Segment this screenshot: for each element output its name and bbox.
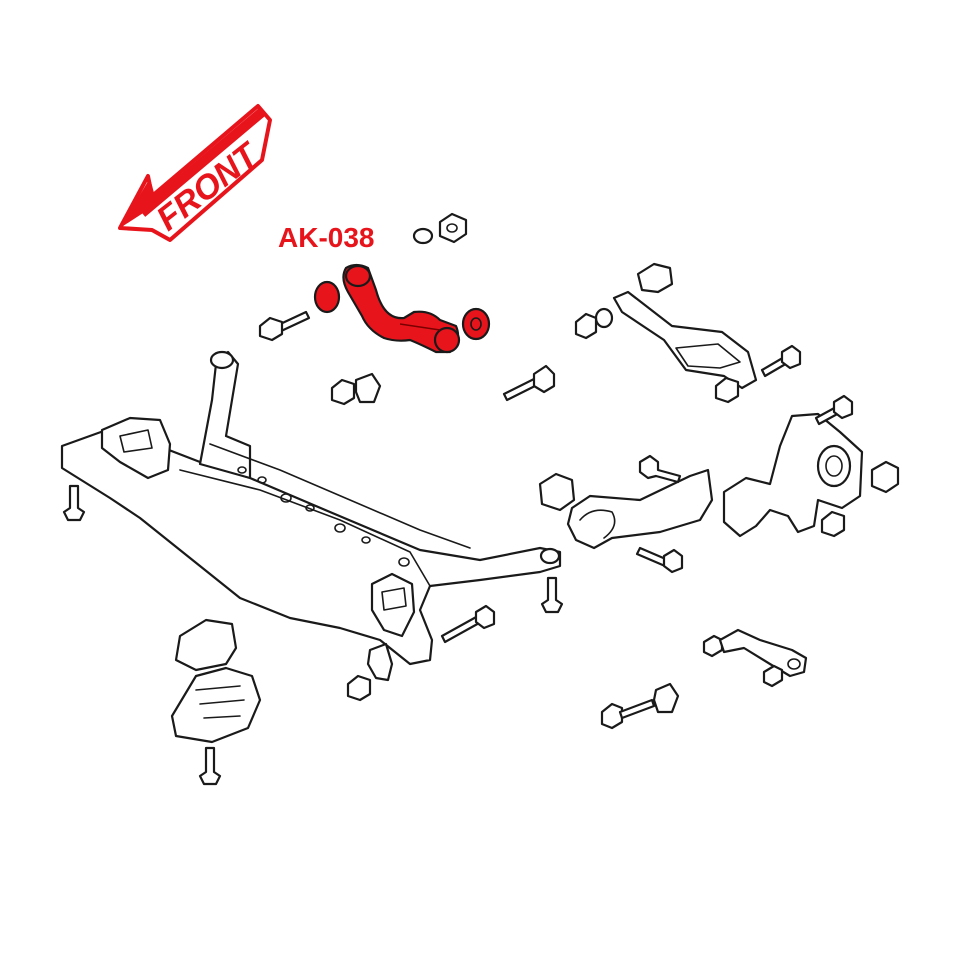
arm-mount-bolt [258,310,311,342]
subframe-mount-assembly [170,618,262,786]
top-washer-nut-set [412,212,468,245]
knuckle-hub-bore [816,444,852,488]
upper-arm-bushing [636,262,674,294]
center-bolt-head [532,364,556,394]
front-arrow-stripe [138,108,266,217]
front-direction-arrow: FRONT [118,104,272,242]
lower-control-arm [538,454,714,574]
upper-arm-body [612,290,758,390]
subframe-hole [237,466,247,474]
subframe-crossmember-edge [209,443,471,549]
knuckle-body [722,412,864,538]
rear-knuckle [722,394,900,538]
toe-tab-washer [652,682,680,714]
upper-arm-nut-right [714,376,740,404]
upper-arm-bolt-head [780,344,802,370]
arm-bushing-right [461,307,491,341]
toe-link-bolt-set [600,682,680,730]
subframe-hole [361,536,371,544]
bolt-head [258,316,284,342]
knuckle-nut [820,510,846,538]
subframe-bolts [62,484,564,702]
subframe-rear-arm [198,350,252,480]
arm-bushing-right-hole [470,317,482,331]
toe-link-arm [702,628,808,688]
nut-lower [330,378,356,406]
lower-arm-body [566,468,714,550]
subframe-nut-lower [346,674,372,702]
subframe-holes [237,466,410,567]
subframe-hole [398,557,410,567]
subframe-lower-bracket [366,642,394,682]
subframe-bolt-left [62,484,86,522]
subframe-right-tower-slot [381,587,407,611]
part-number-label: AK-038 [278,222,374,253]
subframe-hole [257,476,267,484]
knuckle-hub-inner [825,455,843,477]
lower-arm-top-bolt [638,454,682,484]
arm-bushing-left [313,280,341,314]
nut-top [438,212,468,244]
subframe-end-eye [539,547,561,565]
tab-washer [354,372,382,404]
lower-arm-seat [579,509,616,539]
mount-bracket [170,666,262,744]
lower-arm-bottom-bolt-head [662,548,684,574]
toe-link-body [718,628,808,678]
knuckle-bushing [870,460,900,494]
mount-bracket-ribs [195,685,245,719]
upper-arm-washer [594,307,614,329]
mount-bolt [198,746,222,786]
adjustable-camber-arm-highlighted [313,263,491,354]
arm-nut-washer [330,372,382,406]
subframe-main-beam [60,426,562,666]
subframe-rear-mount [209,350,235,370]
front-arrow-head [120,178,157,228]
upper-arm-pan [675,343,741,369]
subframe-center-rib [179,469,431,587]
subframe-bolt-right [540,576,564,614]
toe-link-bushing-left [702,634,724,658]
rear-subframe [60,350,562,682]
lower-arm-bushing [538,472,576,512]
toe-link-eye [787,658,801,670]
subframe-tower-slot [119,429,153,453]
arm-eye-left [344,264,372,288]
subframe-left-tower [100,416,172,480]
arm-eye-right [433,326,461,354]
subframe-hole [334,523,346,533]
rubber-mount [174,618,238,672]
center-diagonal-bolt [502,364,556,402]
toe-bolt-head [600,702,624,730]
upper-arm-nut [574,312,598,340]
nut-top-hole [446,223,458,233]
toe-bolt-shank [618,698,656,720]
washer-top [412,227,434,245]
subframe-bolt-angled-head [474,604,496,630]
toe-link-bushing-small [762,664,784,688]
subframe-hole [280,493,292,503]
knuckle-bolt-head [832,394,854,420]
upper-control-arm [574,262,802,404]
arm-adjuster-line [399,323,441,331]
subframe-hole [305,504,315,512]
